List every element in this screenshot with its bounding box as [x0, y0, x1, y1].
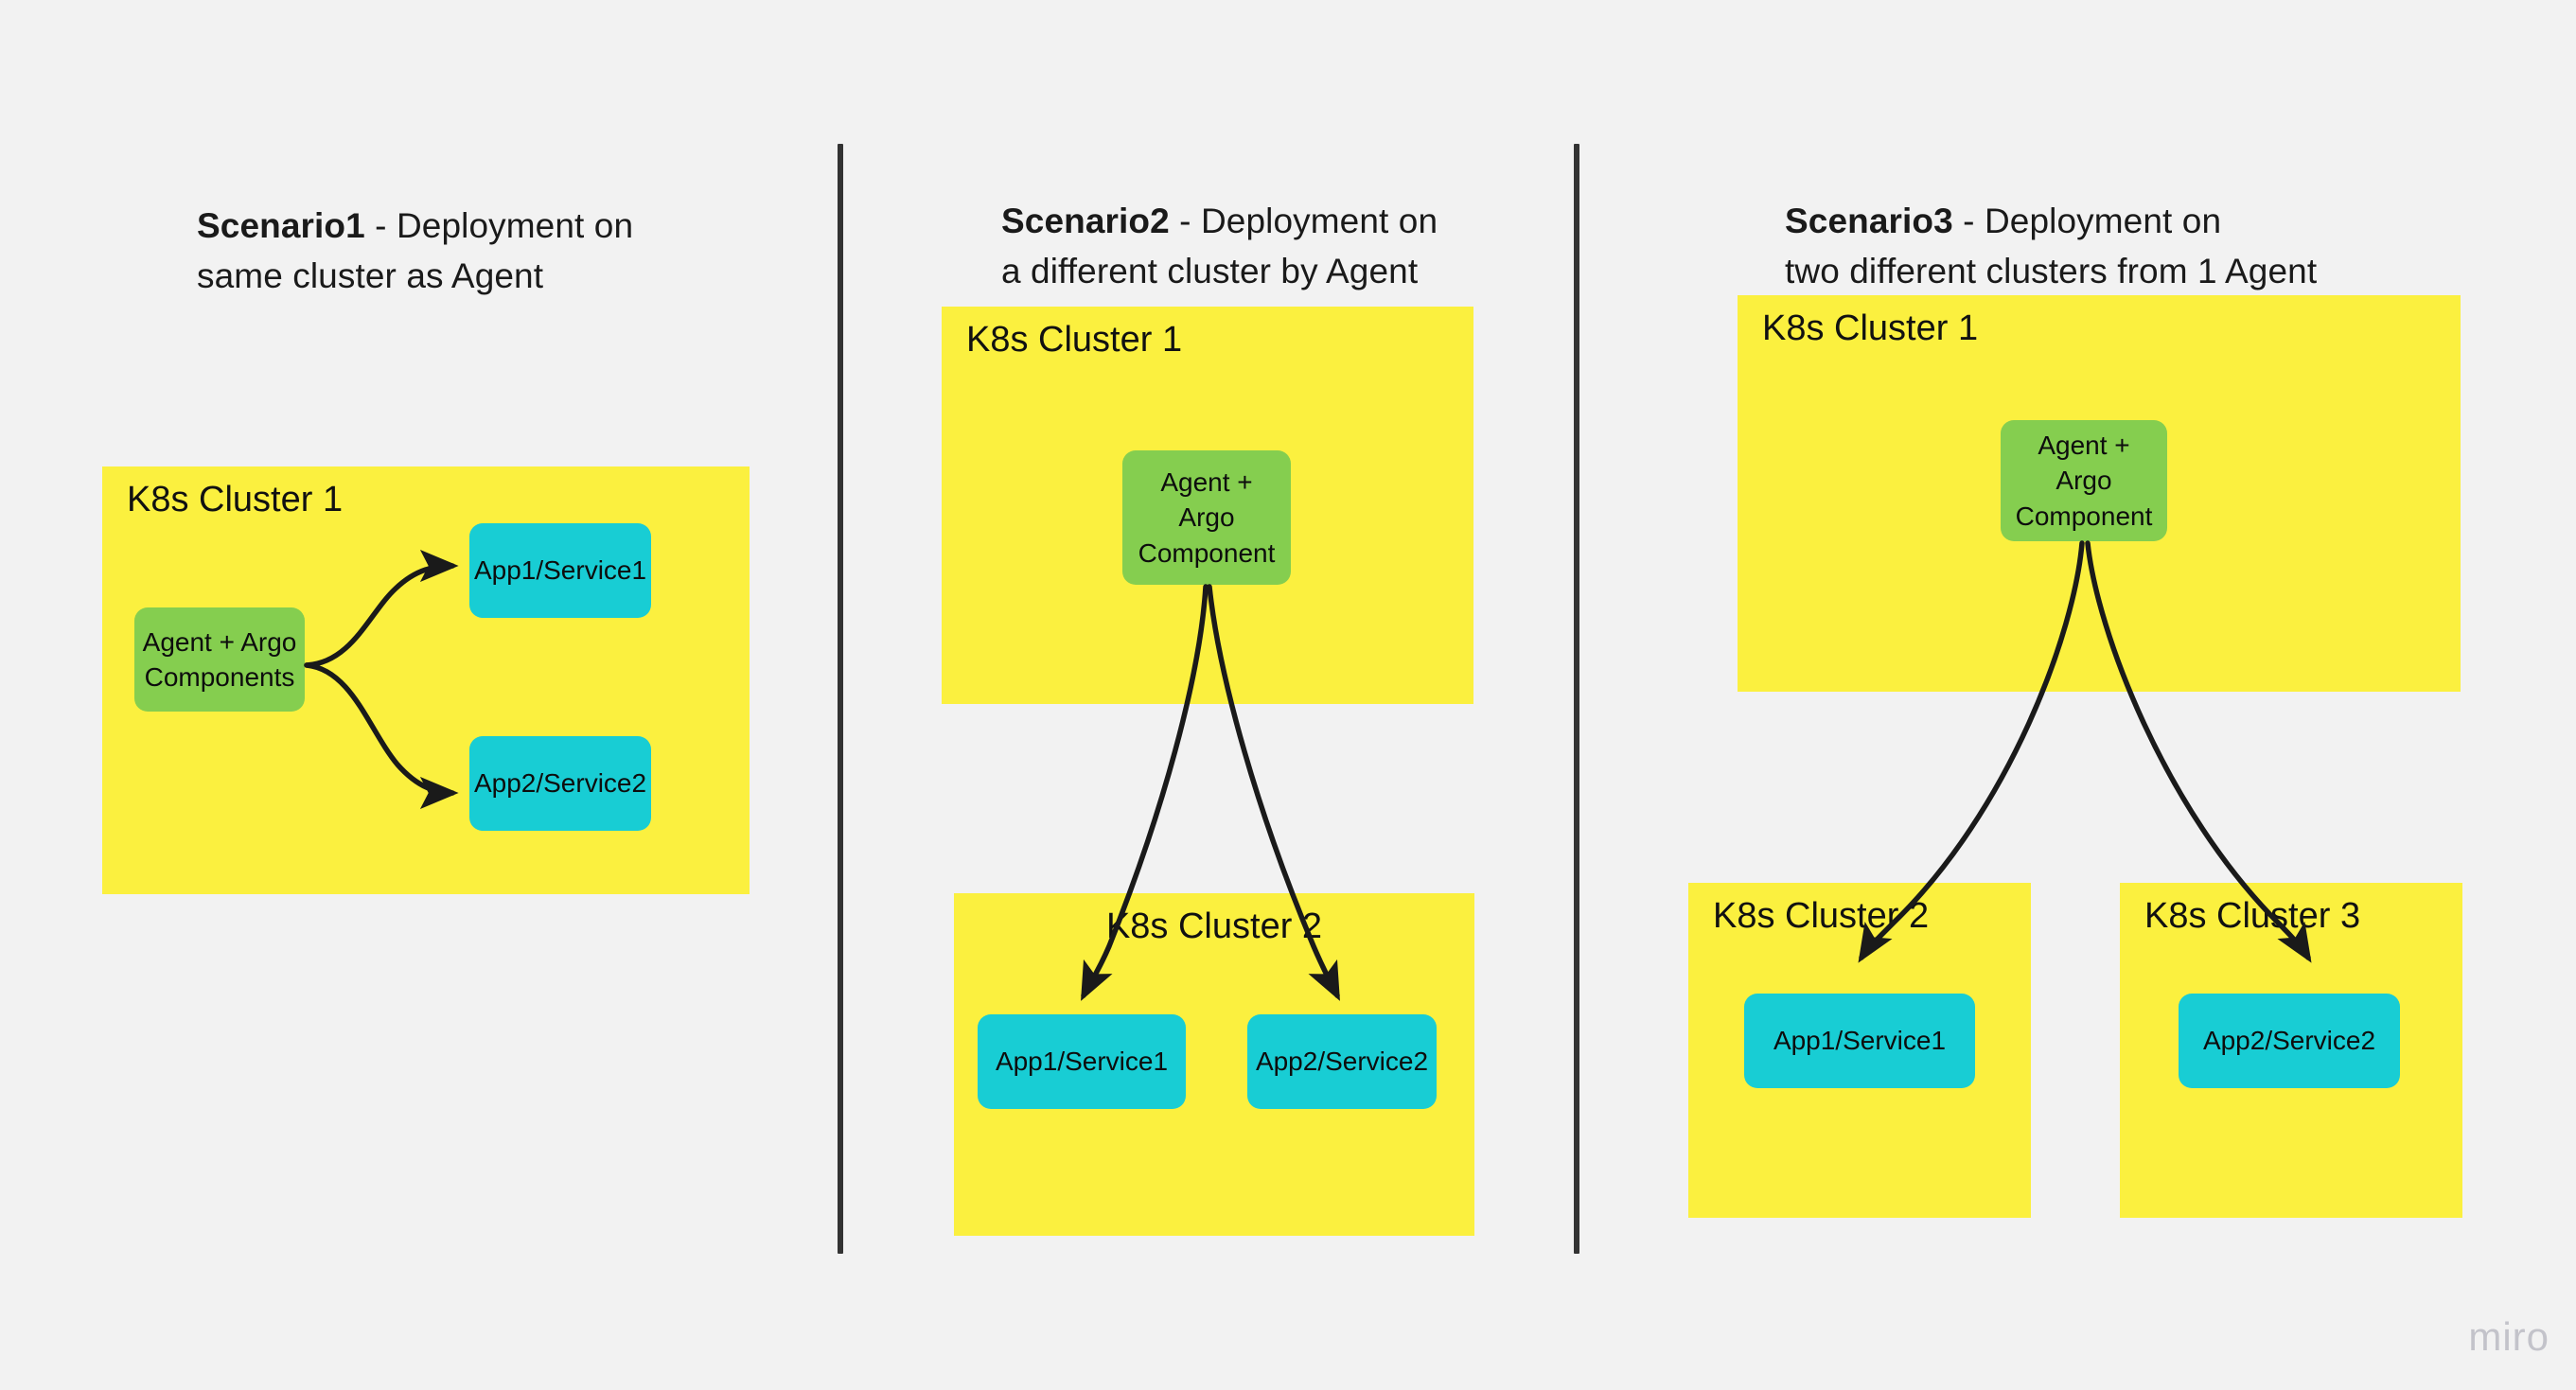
scenario3-agent-node-label: Agent + Argo Component: [2015, 431, 2153, 531]
scenario2-app2-node-label: App2/Service2: [1255, 1047, 1429, 1077]
scenario2-cluster-2-label: K8s Cluster 2: [1105, 906, 1323, 946]
scenario2-app1-node[interactable]: App1/Service1: [978, 1014, 1186, 1109]
scenario2-title: Scenario2 - Deployment on a different cl…: [1001, 147, 1569, 297]
scenario2-app2-node[interactable]: App2/Service2: [1247, 1014, 1437, 1109]
scenario1-title-rest: - Deployment on same cluster as Agent: [197, 205, 634, 295]
scenario2-app1-node-label: App1/Service1: [995, 1047, 1169, 1077]
scenario3-title-rest: - Deployment on two different clusters f…: [1785, 201, 2318, 290]
column-divider-2: [1574, 144, 1579, 1254]
scenario2-agent-node-label: Agent + Argo Component: [1138, 467, 1276, 568]
scenario3-app1-node-label: App1/Service1: [1773, 1026, 1947, 1056]
scenario2-agent-node[interactable]: Agent + Argo Component: [1122, 450, 1291, 585]
scenario2-cluster-1-label: K8s Cluster 1: [966, 320, 1183, 360]
scenario2-title-rest: - Deployment on a different cluster by A…: [1001, 201, 1438, 290]
scenario3-title-strong: Scenario3: [1785, 201, 1953, 240]
scenario3-app2-node[interactable]: App2/Service2: [2179, 994, 2400, 1088]
scenario1-cluster-1-label: K8s Cluster 1: [127, 480, 344, 519]
scenario3-app1-node[interactable]: App1/Service1: [1744, 994, 1975, 1088]
scenario1-app2-node[interactable]: App2/Service2: [469, 736, 651, 831]
scenario1-app1-node[interactable]: App1/Service1: [469, 523, 651, 618]
scenario3-cluster-2-label: K8s Cluster 2: [1713, 896, 1930, 936]
scenario1-title-strong: Scenario1: [197, 205, 365, 245]
miro-watermark: miro: [2468, 1314, 2550, 1359]
scenario3-cluster-1-label: K8s Cluster 1: [1762, 308, 1979, 348]
scenario3-app2-node-label: App2/Service2: [2202, 1026, 2376, 1056]
column-divider-1: [838, 144, 843, 1254]
scenario1-app1-node-label: App1/Service1: [473, 555, 647, 586]
scenario1-agent-node-label: Agent + Argo Components: [142, 626, 297, 692]
scenario3-agent-node[interactable]: Agent + Argo Component: [2001, 420, 2167, 541]
scenario3-title: Scenario3 - Deployment on two different …: [1785, 147, 2447, 297]
scenario1-app2-node-label: App2/Service2: [473, 768, 647, 799]
scenario1-title: Scenario1 - Deployment on same cluster a…: [197, 151, 784, 302]
scenario3-cluster-3-label: K8s Cluster 3: [2144, 896, 2361, 936]
scenario1-agent-node[interactable]: Agent + Argo Components: [134, 607, 305, 712]
scenario2-title-strong: Scenario2: [1001, 201, 1170, 240]
